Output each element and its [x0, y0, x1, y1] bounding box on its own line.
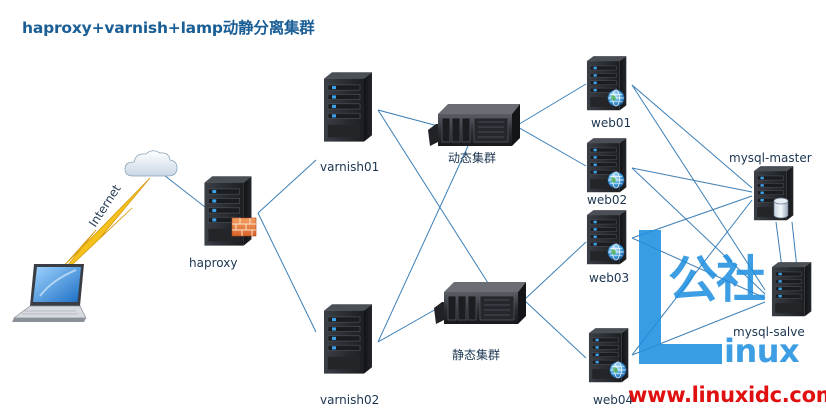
- connection-lines: [159, 83, 798, 359]
- link-static-web03: [523, 241, 587, 301]
- link-web01-slave: [631, 84, 766, 291]
- watermark-url: www.linuxidc.com: [628, 383, 826, 407]
- static-cluster-label: 静态集群: [452, 348, 501, 362]
- varnish02-server-icon: [323, 303, 373, 375]
- dynamic-cluster-label: 动态集群: [448, 151, 497, 165]
- web02-server-icon: [586, 137, 627, 193]
- web04-server-icon: [588, 327, 629, 383]
- link-varnish01-dynamic: [377, 109, 439, 127]
- globe-icon: [609, 361, 627, 379]
- varnish01-server-icon: [323, 71, 373, 143]
- database-icon: [773, 197, 789, 219]
- haproxy-server-icon: [203, 175, 257, 247]
- web04-label: web04: [593, 393, 634, 407]
- link-web02-slave: [631, 167, 766, 295]
- web03-label: web03: [589, 271, 630, 285]
- link-haproxy-varnish02: [257, 212, 317, 333]
- link-cloud-haproxy: [159, 171, 206, 208]
- link-varnish01-static: [377, 109, 489, 284]
- link-static-web04: [523, 299, 587, 359]
- laptop-icon: [12, 264, 87, 322]
- watermark-inux: inux: [724, 332, 800, 370]
- globe-icon: [607, 89, 625, 107]
- link-varnish02-static: [377, 307, 439, 343]
- diagram-title: haproxy+varnish+lamp动静分离集群: [22, 19, 315, 37]
- link-web02-master: [631, 167, 753, 193]
- globe-icon: [607, 171, 625, 189]
- watermark-letter-l: [639, 230, 722, 364]
- firewall-icon: [231, 217, 257, 237]
- link-haproxy-varnish01: [257, 159, 317, 214]
- mysql-slave-label: mysql-salve: [733, 325, 805, 339]
- watermark-logo: [639, 230, 722, 364]
- link-dynamic-web01: [515, 83, 587, 127]
- link-master-slave-2: [791, 221, 798, 269]
- mysql-master-server-icon: [753, 165, 794, 221]
- haproxy-label: haproxy: [189, 256, 238, 270]
- link-master-slave: [775, 221, 783, 269]
- varnish02-label: varnish02: [320, 393, 380, 407]
- dynamic-cluster-rack-icon: [427, 103, 521, 147]
- link-web01-master: [631, 84, 753, 189]
- web01-label: web01: [591, 116, 632, 130]
- link-dynamic-web02: [515, 125, 587, 167]
- varnish01-label: varnish01: [320, 160, 380, 174]
- static-cluster-rack-icon: [433, 281, 527, 325]
- web03-server-icon: [586, 209, 627, 265]
- mysql-slave-server-icon: [771, 261, 812, 317]
- mysql-master-label: mysql-master: [729, 151, 812, 165]
- watermark-gongshe: 公社: [668, 251, 766, 309]
- web02-label: web02: [587, 193, 628, 207]
- cloud-icon: [124, 150, 178, 177]
- globe-icon: [607, 243, 625, 261]
- link-varnish02-dynamic: [377, 145, 469, 343]
- web01-server-icon: [586, 55, 627, 111]
